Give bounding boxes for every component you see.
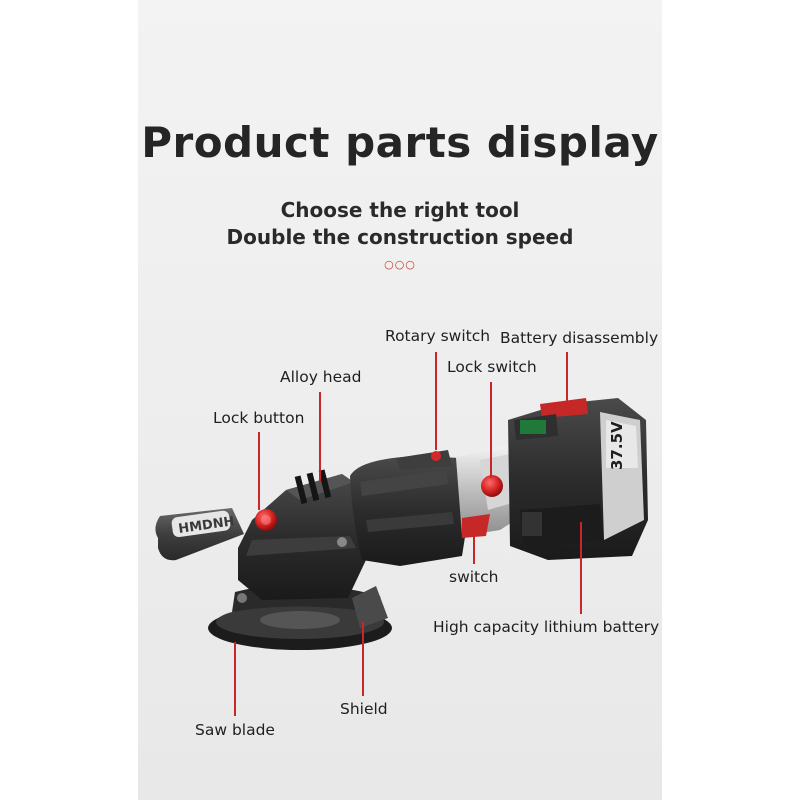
alloy-head [237, 469, 366, 603]
callout-line-rotary-switch [435, 352, 437, 450]
subtitle-line-1: Choose the right tool [280, 198, 520, 222]
motor-body [350, 450, 468, 566]
side-handle: HMDNH [155, 508, 244, 561]
label-shield: Shield [340, 700, 388, 718]
battery-pack: 37.5V [508, 398, 648, 560]
callout-line-switch [473, 532, 475, 564]
label-lock-button: Lock button [213, 409, 305, 427]
callout-line-battery-disassembly [566, 352, 568, 408]
callout-line-alloy-head [319, 392, 321, 482]
page-title: Product parts display [141, 118, 659, 167]
rotary-switch [431, 451, 441, 461]
callout-line-lock-switch [490, 382, 492, 478]
subtitle-line-2: Double the construction speed [226, 225, 574, 249]
label-battery-disassembly: Battery disassembly [500, 329, 659, 347]
label-switch: switch [449, 568, 499, 586]
lock-switch [481, 475, 503, 497]
divider-dots: ○○○ [384, 258, 416, 271]
callout-line-lock-button [258, 432, 260, 510]
battery-voltage-text: 37.5V [608, 421, 626, 470]
label-rotary-switch: Rotary switch [385, 327, 491, 345]
callout-line-saw-blade [234, 642, 236, 716]
label-alloy-head: Alloy head [280, 368, 362, 386]
label-saw-blade: Saw blade [195, 721, 275, 739]
callout-line-shield [362, 622, 364, 696]
callout-line-battery [580, 522, 582, 614]
label-high-capacity-battery: High capacity lithium battery [433, 618, 660, 636]
saw-blade [208, 605, 392, 650]
label-lock-switch: Lock switch [447, 358, 537, 376]
